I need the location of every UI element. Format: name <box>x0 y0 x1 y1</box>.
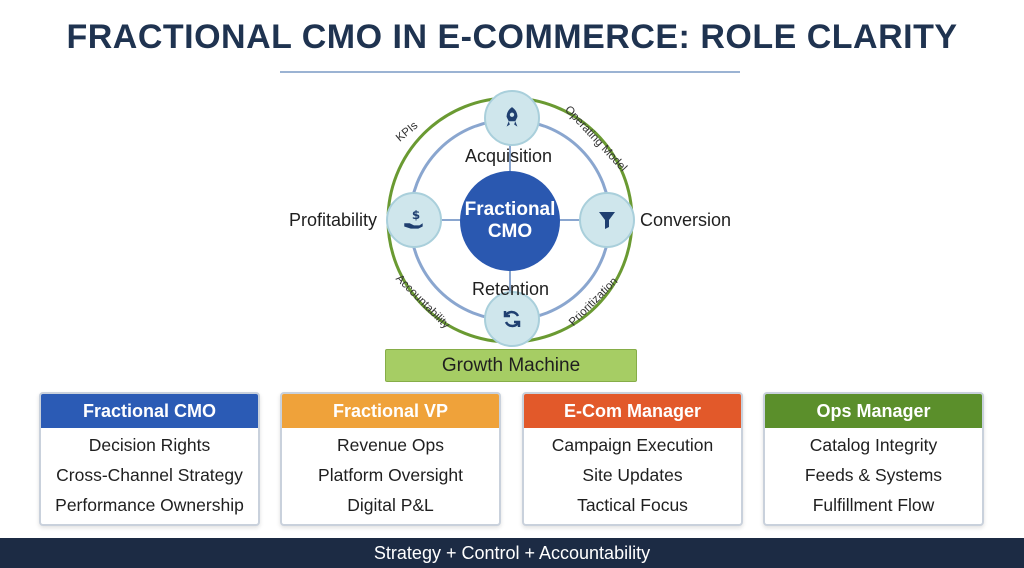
role-card-title: Ops Manager <box>765 394 982 428</box>
title-divider <box>280 71 740 73</box>
money-hand-icon: $ <box>386 192 442 248</box>
role-card-item: Tactical Focus <box>577 495 688 515</box>
hub-fractional-cmo: Fractional CMO <box>460 171 560 271</box>
role-card-item: Catalog Integrity <box>809 435 938 455</box>
role-card-item: Revenue Ops <box>336 435 444 455</box>
role-card-item: Cross-Channel Strategy <box>56 465 243 485</box>
role-card-item: Feeds & Systems <box>804 465 943 485</box>
node-label-retention: Retention <box>472 279 550 299</box>
node-label-conversion: Conversion <box>640 210 732 230</box>
node-label-profitability: Profitability <box>289 210 378 230</box>
role-card-ecom-manager: E-Com Manager Campaign Execution Site Up… <box>522 392 743 526</box>
role-card-item: Fulfillment Flow <box>812 495 935 515</box>
role-card-fractional-cmo: Fractional CMO Decision Rights Cross-Cha… <box>39 392 260 526</box>
rocket-icon <box>484 90 540 146</box>
role-card-item: Performance Ownership <box>55 495 244 515</box>
refresh-icon <box>484 291 540 347</box>
page-title: FRACTIONAL CMO IN E-COMMERCE: ROLE CLARI… <box>66 18 958 56</box>
role-card-title: Fractional VP <box>282 394 499 428</box>
growth-machine-banner: Growth Machine <box>385 349 637 382</box>
role-card-item: Campaign Execution <box>551 435 714 455</box>
role-card-fractional-vp: Fractional VP Revenue Ops Platform Overs… <box>280 392 501 526</box>
role-card-item: Decision Rights <box>88 435 211 455</box>
funnel-icon <box>579 192 635 248</box>
role-card-title: E-Com Manager <box>524 394 741 428</box>
role-card-ops-manager: Ops Manager Catalog Integrity Feeds & Sy… <box>763 392 984 526</box>
role-card-title: Fractional CMO <box>41 394 258 428</box>
role-card-item: Site Updates <box>582 465 683 485</box>
svg-text:$: $ <box>412 208 420 222</box>
role-card-item: Digital P&L <box>347 495 434 515</box>
footer-banner: Strategy + Control + Accountability <box>0 538 1024 568</box>
node-label-acquisition: Acquisition <box>465 146 553 166</box>
role-card-item: Platform Oversight <box>318 465 463 485</box>
